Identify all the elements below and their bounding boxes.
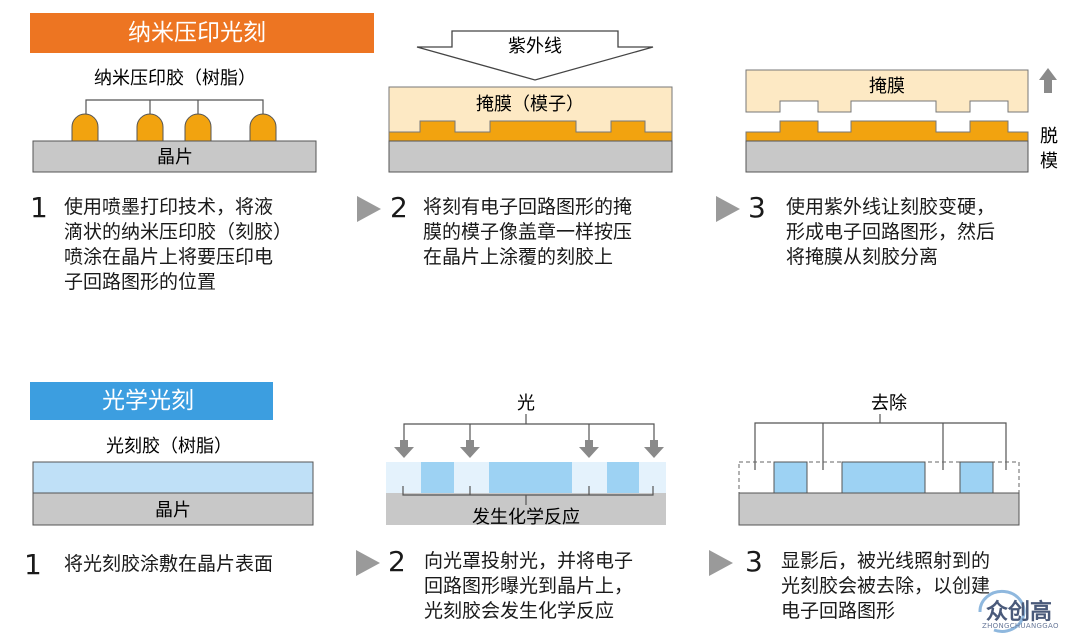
nano-panel-3: 掩膜 脱 模 [745,68,1058,173]
resin-pattern [388,120,673,142]
unexposed-resist [421,462,454,493]
wafer [745,140,1029,173]
uv-arrow-icon [416,30,654,81]
resin-droplet [184,113,212,142]
step-arrow-icon [357,196,381,222]
step-number: 1 [24,548,42,581]
light-leader-lines [403,414,655,440]
logo-swoosh-icon [978,589,1026,633]
reaction-leader-lines [402,486,654,505]
light-arrow-icon [460,440,480,458]
mask-label: 掩膜 [869,76,905,97]
watermark-logo: 众创高 ZHONGCHUANGGAO [968,586,1078,638]
step-number: 1 [30,191,48,224]
step-text: 显影后，被光线照射到的 光刻胶会被去除，以创建 电子回路图形 [781,550,991,622]
wafer-label: 晶片 [155,500,191,521]
unexposed-resist [607,462,639,493]
resin-leader-lines [85,99,264,117]
step-arrow-icon [356,550,380,576]
wafer [388,140,673,173]
hardened-resin-pattern [745,120,1029,142]
photo-panel-1: 光刻胶（树脂） 晶片 [32,436,314,526]
step-arrow-icon [709,550,733,576]
nanoimprint-header: 纳米压印光刻 [30,13,374,53]
step-number: 3 [745,545,763,578]
wafer-label: 晶片 [157,147,193,168]
removal-leader-lines [754,414,1007,470]
step-number: 3 [748,191,766,224]
photolithography-header: 光学光刻 [30,382,273,420]
remaining-resist [841,461,926,494]
photo-panel-2: 光 发生化学反应 [386,393,666,528]
photoresist-layer [32,461,314,494]
step-text: 向光罩投射光，并将电子 回路图形曝光到晶片上， 光刻胶会发生化学反应 [424,550,634,622]
lifted-mask [745,69,1029,113]
detach-label-bottom: 模 [1040,151,1058,172]
step-text: 使用紫外线让刻胶变硬， 形成电子回路图形，然后 将掩膜从刻胶分离 [786,196,996,268]
uv-label: 紫外线 [508,36,562,57]
wafer [32,492,314,526]
wafer [32,140,317,173]
lift-arrow-icon [1039,68,1057,93]
unexposed-resist [489,462,572,493]
step-arrow-icon [716,196,740,222]
photo-panel-3: 去除 [738,393,1020,526]
watermark-subtext: ZHONGCHUANGGAO [982,622,1059,630]
remaining-resist [959,461,994,494]
detach-label-top: 脱 [1040,126,1058,147]
watermark-text: 众创高 [986,600,1053,625]
light-arrow-icon [644,440,664,458]
light-arrow-icon [394,440,414,458]
remove-label: 去除 [871,393,907,414]
light-arrow-icon [579,440,599,458]
resin-droplet [249,113,277,142]
mask-label: 掩膜（模子） [476,94,584,115]
nano-panel-2: 紫外线 掩膜（模子） [388,30,673,173]
step-number: 2 [390,191,408,224]
step-number: 2 [388,545,406,578]
resin-droplet [71,113,99,142]
light-label: 光 [517,393,535,414]
remaining-resist [773,461,808,494]
resin-droplet [136,113,164,142]
wafer [738,492,1020,526]
step-text: 将刻有电子回路图形的掩 膜的模子像盖章一样按压 在晶片上涂覆的刻胶上 [423,196,633,268]
step-text: 使用喷墨打印技术，将液 滴状的纳米压印胶（刻胶） 喷涂在晶片上将要压印电 子回路… [64,196,293,293]
reaction-label: 发生化学反应 [472,507,580,528]
resin-label: 纳米压印胶（树脂） [94,68,256,89]
nano-panel-1: 纳米压印胶（树脂） 晶片 [32,68,317,173]
step-text: 将光刻胶涂敷在晶片表面 [64,553,274,575]
resist-label: 光刻胶（树脂） [106,436,232,457]
